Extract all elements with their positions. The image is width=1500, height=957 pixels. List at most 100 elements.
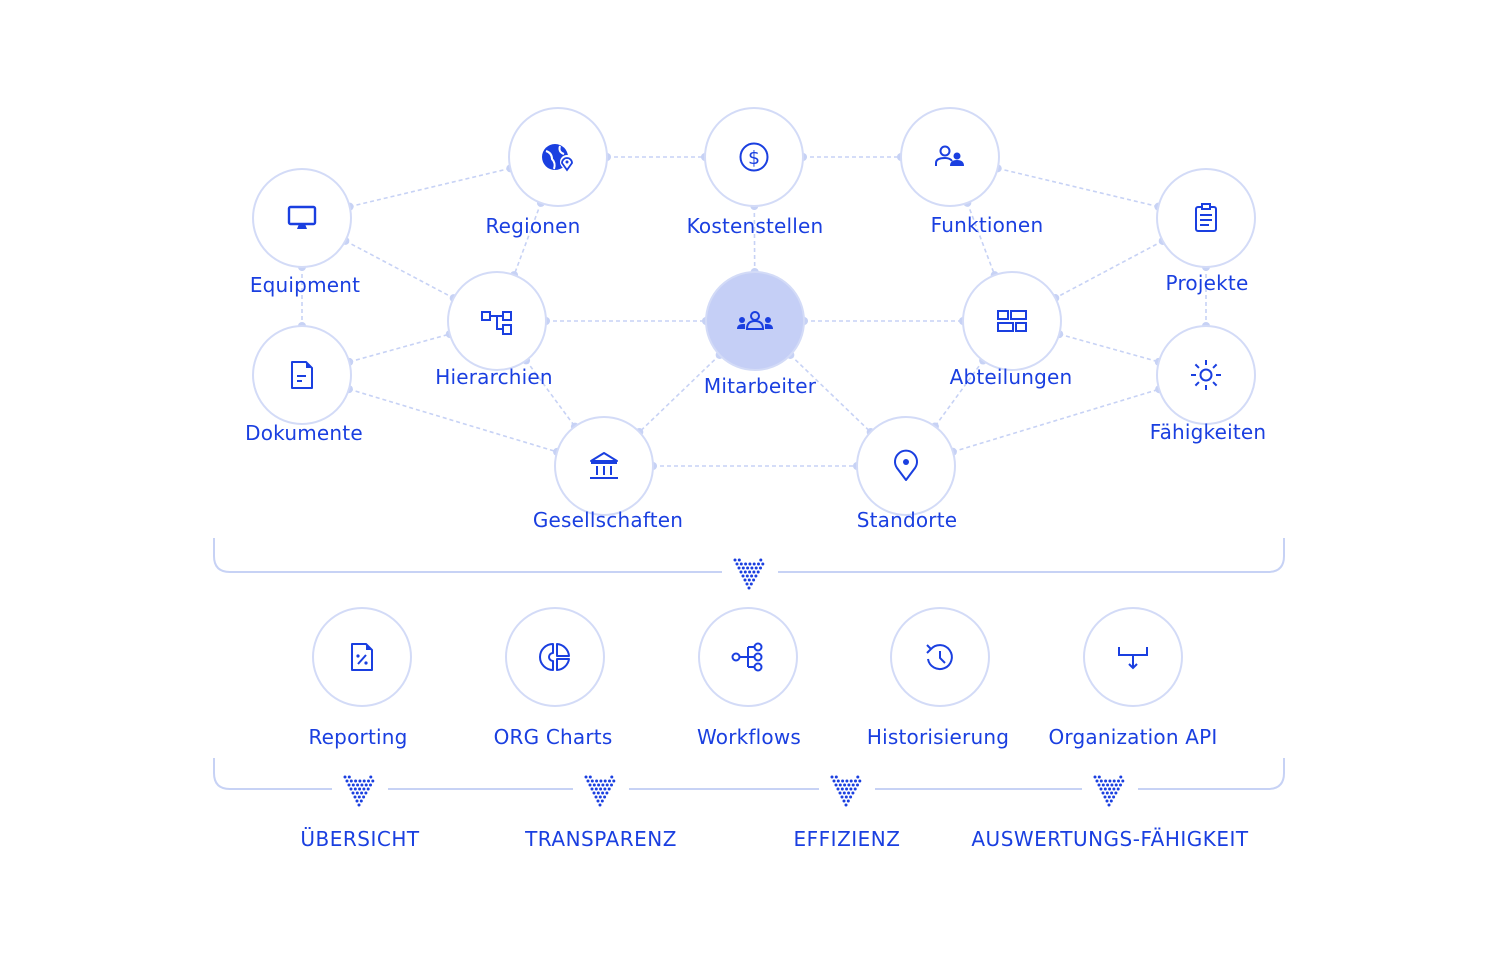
chevron-dot [754,566,758,570]
chevron-dot [840,787,844,791]
chevron-dot [759,558,763,562]
chevron-dot [1110,783,1114,787]
chevron-dot [1104,779,1108,783]
chevron-dot [741,566,745,570]
chevron-dot [612,779,616,783]
chevron-dot [830,775,834,779]
chevron-dot [610,783,613,787]
chevron-dot [584,775,588,779]
chevron-dot [752,578,756,582]
chevron-dot [853,787,857,791]
edge-regionen-kostenstellen [603,153,709,161]
node-label-regionen: Regionen [485,214,581,238]
node-standorte[interactable] [856,416,956,516]
chevron-dot [359,799,363,803]
node-org-charts-feature[interactable] [505,607,605,707]
chevron-dot [366,787,370,791]
chevron-dot [756,570,760,574]
monitor-icon [287,205,317,229]
chevron-dot [610,775,614,779]
node-dokumente[interactable] [252,325,352,425]
chevron-dot [599,787,603,791]
node-circle [1156,168,1256,268]
api-merge-icon [1118,647,1148,670]
chevron-dot [357,795,361,799]
node-mitarbeiter[interactable] [705,271,805,371]
chevron-dot [1109,799,1113,803]
chevron-dot [754,574,758,578]
edge-funktionen-abteilungen [963,198,999,280]
location-pin-icon [894,449,918,481]
node-circle [505,607,605,707]
chevron-dot [844,803,848,807]
brackets [213,538,1285,807]
edge-hierarchien-mitarbeiter [542,317,710,325]
chevron-dot [364,783,368,787]
chevron-dot [1099,787,1103,791]
node-circle [962,271,1062,371]
chevron-dot [834,783,838,787]
chevron-dot [1112,779,1116,783]
node-abteilungen[interactable] [962,271,1062,371]
node-gesellschaften[interactable] [554,416,654,516]
node-organization-api-feature[interactable] [1083,607,1183,707]
chevron-dot [588,775,592,779]
chevron-dot [343,775,347,779]
node-label-gesellschaften: Gesellschaften [532,508,684,532]
bank-icon [590,452,618,479]
benefit-label-effizienz: EFFIZIENZ [793,827,901,851]
pie-chart-icon [539,643,570,671]
chevron-dot [752,570,756,574]
chevron-dot [1110,791,1114,795]
chevron-dot [358,779,362,783]
node-reporting-feature[interactable] [312,607,412,707]
node-funktionen[interactable] [900,107,1000,207]
dashboard-icon [997,310,1027,332]
edge-equipment-regionen [345,164,515,211]
chevron-dot [739,570,743,574]
node-projekte[interactable] [1156,168,1256,268]
chevron-dot [347,775,351,779]
edge-abteilungen-faehigkeiten [1055,330,1163,366]
chevron-down-icon [343,775,375,807]
node-regionen[interactable] [508,107,608,207]
chevron-dot [605,783,609,787]
chevron-dot [747,586,751,590]
chevron-dot [851,783,855,787]
chevron-dot [1107,795,1111,799]
chevron-dot [362,787,366,791]
chevron-dot [1112,795,1116,799]
chevron-dot [838,791,842,795]
node-kostenstellen[interactable]: $ [704,107,804,207]
feature-nodes [312,607,1183,707]
chevron-down-icon [733,558,765,590]
chevron-dot [599,779,603,783]
chevron-dot [759,566,762,570]
chevron-dot [1112,787,1116,791]
chevron-dot [605,791,609,795]
chevron-dot [846,799,850,803]
node-equipment[interactable] [252,168,352,268]
chevron-dot [601,791,605,795]
chevron-dot [761,562,765,566]
chevron-dot [600,799,604,803]
history-icon [926,644,953,671]
bracket-features [213,758,1285,790]
chevron-dot [1093,775,1097,779]
edge-dokumente-hierarchien [345,330,454,366]
chevron-dot [735,562,739,566]
chevron-dot [358,787,362,791]
chevron-down-icon [584,775,616,807]
chevron-dot [840,795,844,799]
chevron-dot [364,791,368,795]
chevron-dot [1106,783,1110,787]
edge-regionen-hierarchien [510,198,545,280]
chevron-dot [592,783,596,787]
node-label-kostenstellen: Kostenstellen [686,214,824,238]
feature-label-org-charts: ORG Charts [493,725,613,749]
node-workflows-feature[interactable] [698,607,798,707]
node-hierarchien[interactable] [447,271,547,371]
chevron-dot [745,582,749,586]
node-historisierung-feature[interactable] [890,607,990,707]
node-faehigkeiten[interactable] [1156,325,1256,425]
